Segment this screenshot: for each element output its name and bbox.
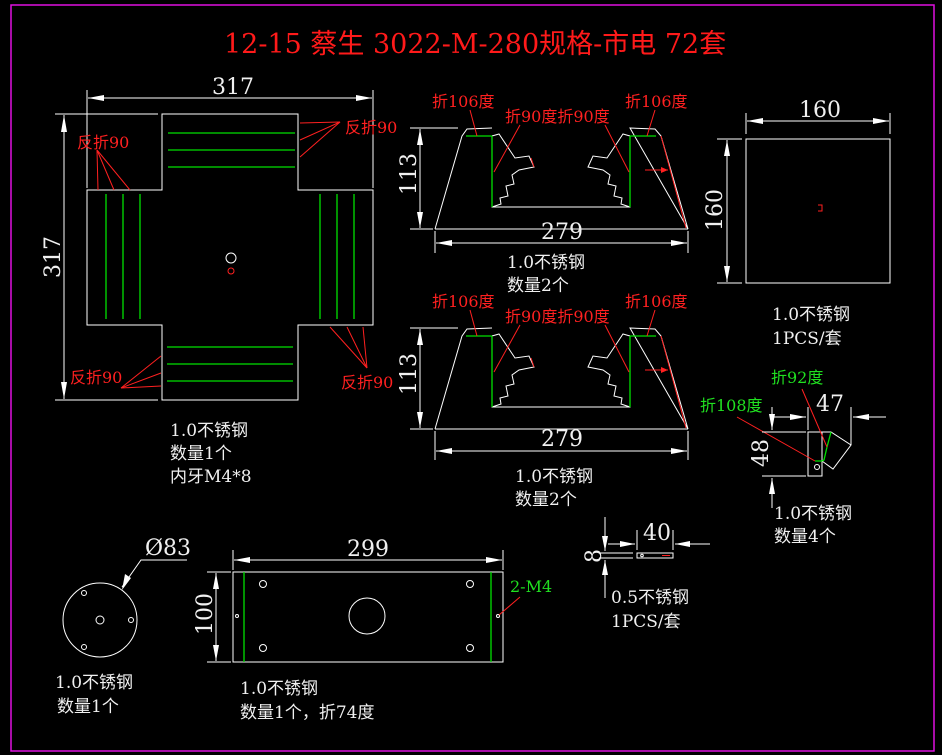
note-material: 1.0不锈钢 — [170, 421, 248, 441]
bend-label: 折90度折90度 — [505, 107, 610, 126]
note-quantity: 1PCS/套 — [772, 329, 842, 349]
bracket-part: 47 48 折92度 折108度 1.0不锈钢 数量4个 — [700, 368, 886, 547]
square-plate-part: 160 160 1.0不锈钢 1PCS/套 — [703, 98, 891, 349]
note-quantity: 数量1个，折74度 — [240, 703, 374, 723]
base-height-label: 100 — [193, 593, 218, 635]
bend-label: 反折90 — [345, 118, 397, 137]
base-plate-outline — [232, 571, 504, 663]
disc-outline — [62, 582, 138, 658]
note-quantity: 数量1个 — [170, 444, 232, 464]
bend-label: 反折90 — [70, 368, 122, 387]
note-thread: 内牙M4*8 — [170, 467, 252, 487]
bend-label: 折108度 — [700, 396, 763, 415]
center-mark-icon — [818, 204, 823, 212]
cross-box-bend-leaders — [96, 121, 368, 389]
bracket-height-label: 48 — [749, 439, 774, 467]
strip-outline — [636, 552, 674, 559]
small-strip-part: 8 40 0.5不锈钢 1PCS/套 — [582, 517, 710, 632]
center-mark-icon — [227, 267, 235, 275]
cross-box-height-label: 317 — [41, 236, 66, 278]
note-material: 1.0不锈钢 — [774, 504, 852, 524]
round-disc-part: Ø83 1.0不锈钢 数量1个 — [55, 536, 191, 717]
bend-label: 反折90 — [341, 373, 393, 392]
drawing-title: 12-15 蔡生 3022-M-280规格-市电 72套 — [224, 29, 726, 60]
disc-diameter-label: Ø83 — [145, 536, 191, 561]
note-material: 1.0不锈钢 — [515, 467, 593, 487]
side-panel-top-part: 113 279 折106度 折90度折90度 折106度 1.0不锈钢 数量2个 — [397, 92, 689, 296]
panel-height-label: 113 — [397, 353, 422, 395]
base-width-label: 299 — [347, 537, 389, 562]
bend-label: 折90度折90度 — [505, 307, 610, 326]
side-panel-bottom-part: 113 279 折106度 折90度折90度 折106度 1.0不锈钢 数量2个 — [397, 292, 689, 510]
note-quantity: 数量2个 — [515, 490, 577, 510]
note-material: 1.0不锈钢 — [507, 253, 585, 273]
cross-box-height-dimension: 317 — [41, 113, 158, 401]
note-quantity: 数量2个 — [507, 276, 569, 296]
drawing-frame — [10, 4, 935, 752]
cross-box-width-label: 317 — [212, 75, 254, 100]
square-height-label: 160 — [703, 189, 728, 231]
note-quantity: 1PCS/套 — [611, 612, 681, 632]
bend-label: 反折90 — [77, 133, 129, 152]
bend-label: 折106度 — [432, 92, 495, 111]
strip-width-label: 40 — [643, 521, 671, 546]
panel-height-label: 113 — [397, 153, 422, 195]
cross-box-width-dimension: 317 — [86, 75, 374, 188]
cross-box-bend-lines — [105, 132, 355, 382]
note-material: 1.0不锈钢 — [772, 305, 850, 325]
base-plate-part: 2-M4 299 100 1.0不锈钢 数量1个，折74度 — [193, 537, 552, 723]
note-material: 0.5不锈钢 — [611, 588, 689, 608]
panel-width-label: 279 — [541, 220, 583, 245]
bracket-width-label: 47 — [816, 392, 844, 417]
thread-label: 2-M4 — [510, 577, 552, 596]
panel-width-label: 279 — [541, 427, 583, 452]
bend-label: 折106度 — [625, 92, 688, 111]
bend-label: 折92度 — [771, 368, 823, 387]
cross-box-part: 317 317 反折90 反折90 反折90 反折90 1.0不 — [41, 75, 397, 487]
note-material: 1.0不锈钢 — [55, 673, 133, 693]
strip-height-label: 8 — [582, 549, 607, 563]
bend-label: 折106度 — [432, 292, 495, 311]
center-hole-icon — [225, 252, 237, 264]
square-plate-outline — [745, 138, 891, 284]
bend-label: 折106度 — [625, 292, 688, 311]
square-width-label: 160 — [799, 98, 841, 123]
cross-box-outline — [86, 113, 374, 401]
note-quantity: 数量4个 — [774, 527, 836, 547]
note-material: 1.0不锈钢 — [240, 679, 318, 699]
note-quantity: 数量1个 — [57, 697, 119, 717]
